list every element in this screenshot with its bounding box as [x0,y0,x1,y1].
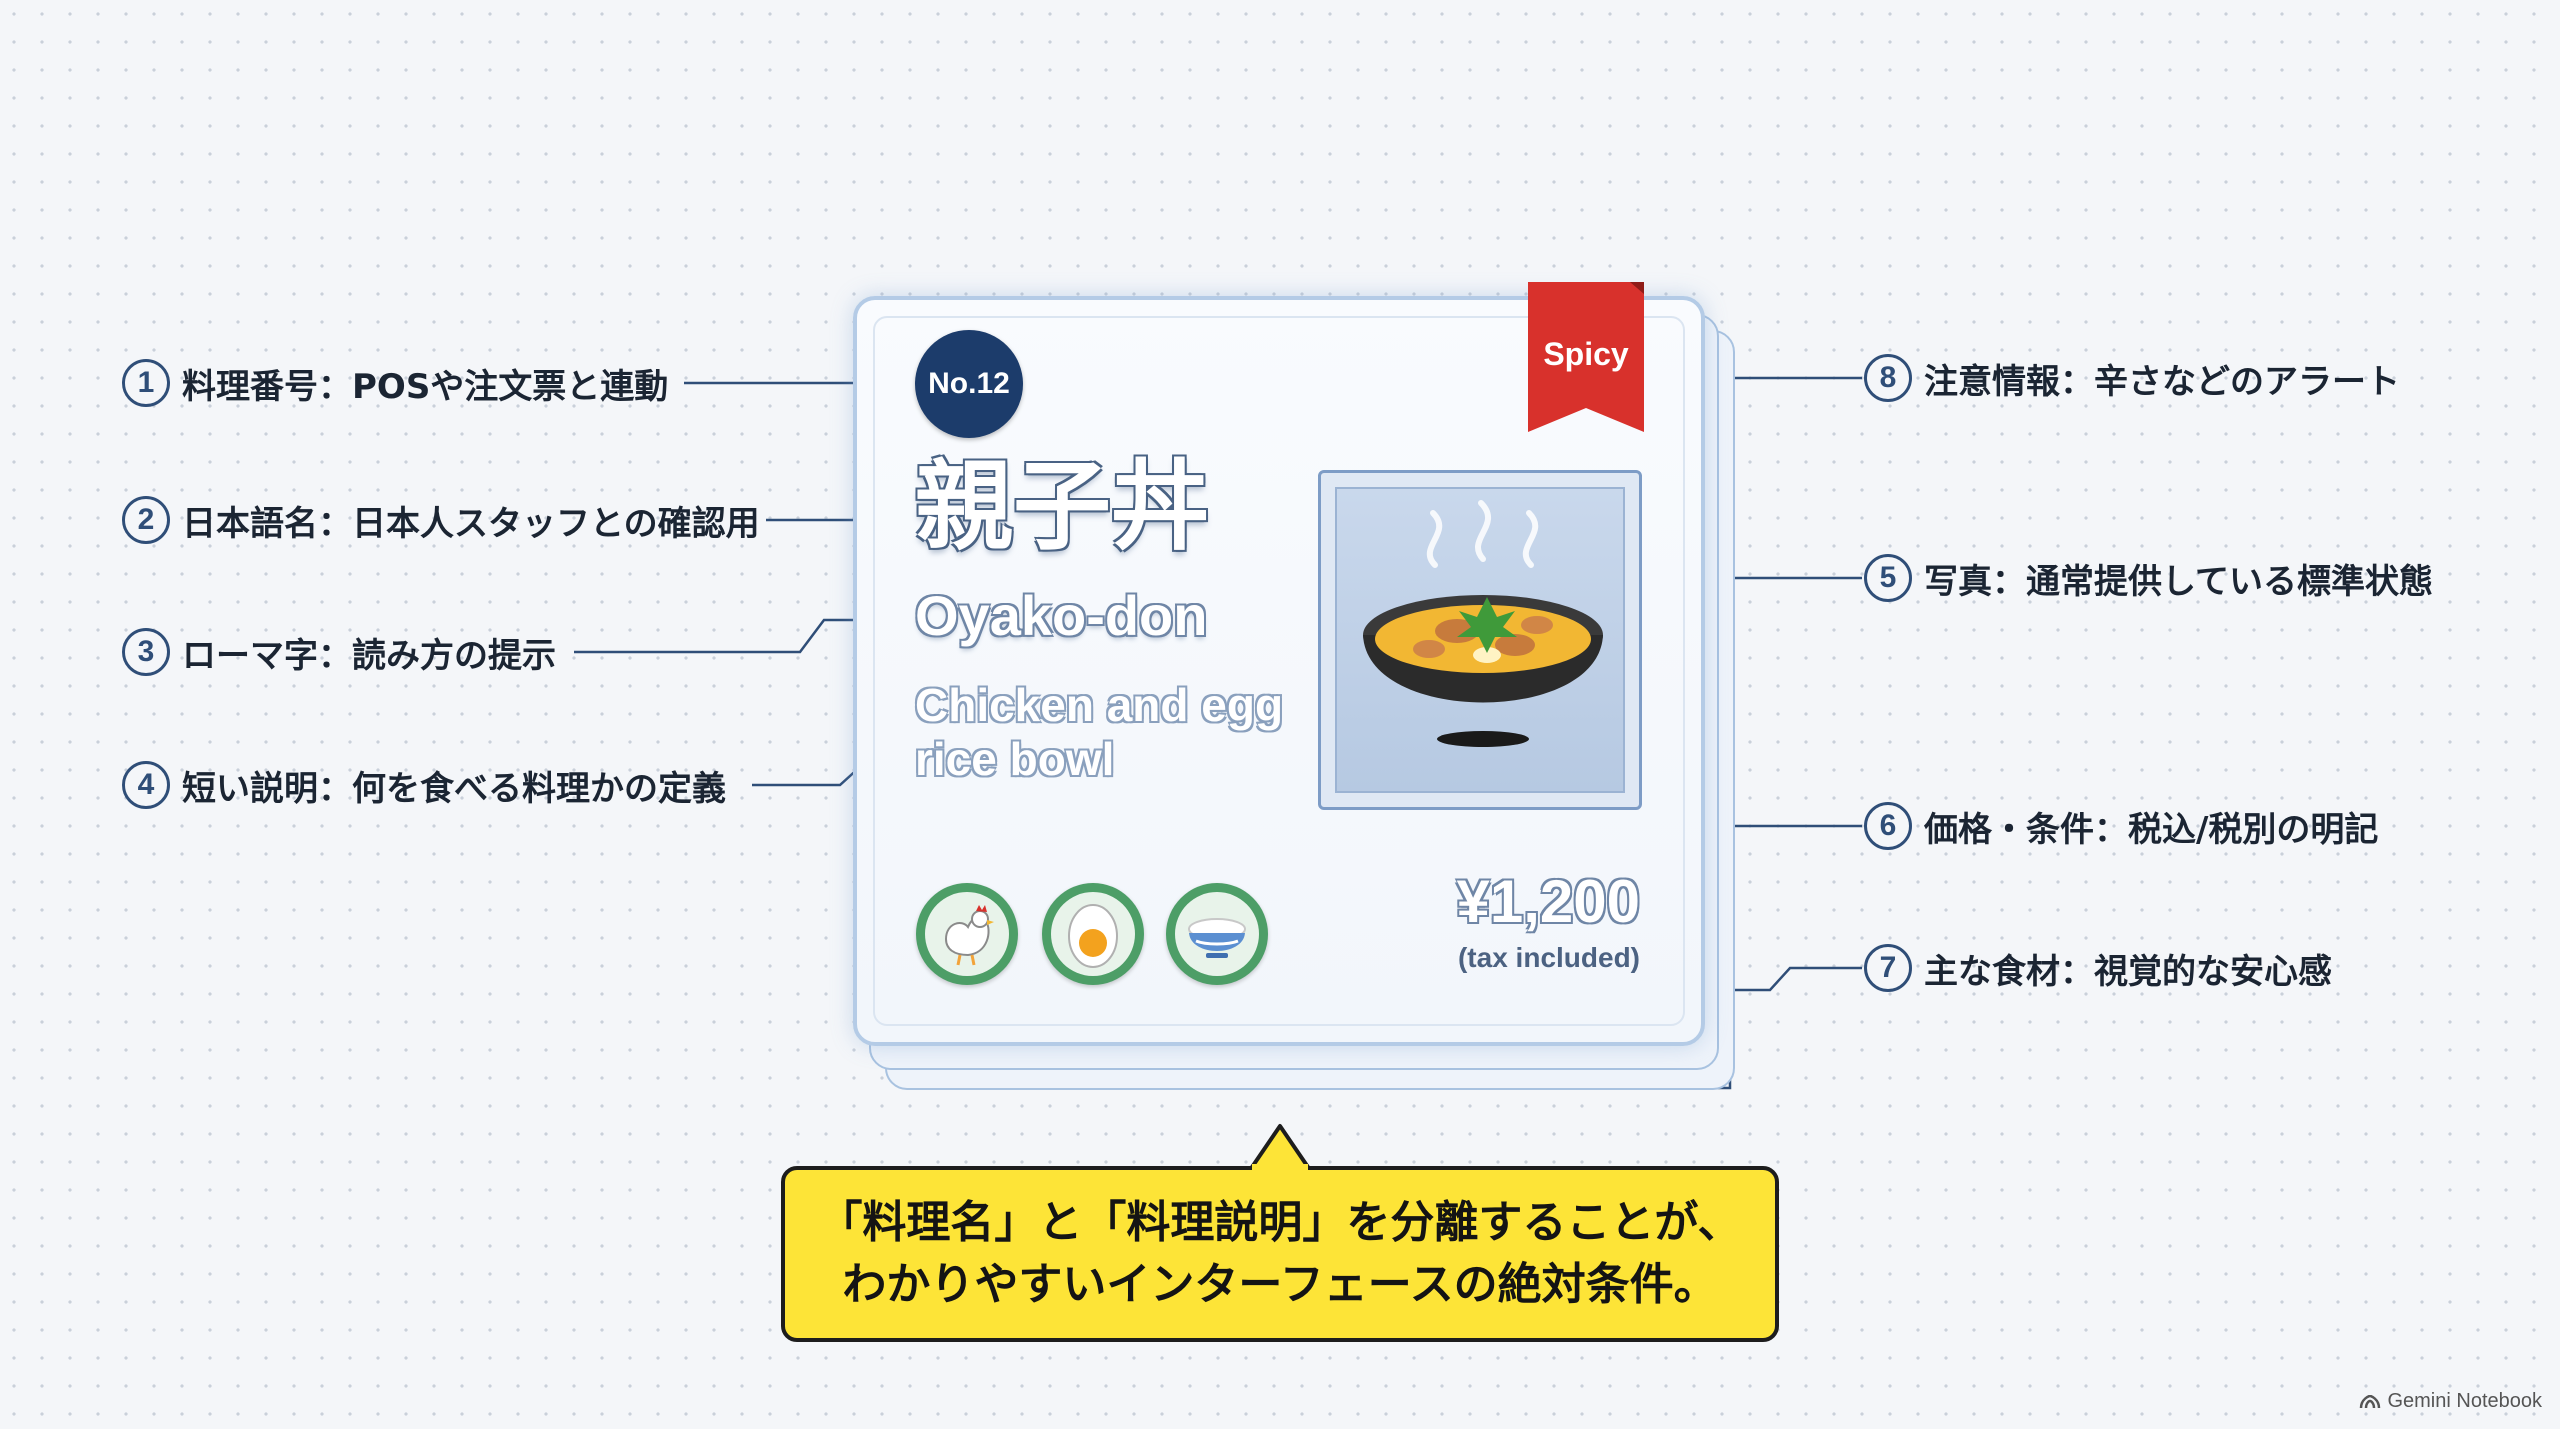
annotation-4: 4 短い説明：何を食べる料理かの定義 [122,757,726,813]
annotation-5: 5 写真：通常提供している標準状態 [1864,550,2433,606]
egg-icon [1051,892,1135,976]
callout-box: 「料理名」と「料理説明」を分離することが、 わかりやすいインターフェースの絶対条… [781,1166,1779,1342]
spicy-alert-label: Spicy [1543,336,1629,372]
annotation-1-text: 料理番号：POSや注文票と連動 [182,366,669,407]
dish-description: Chicken and egg rice bowl [915,678,1295,786]
ingredient-egg [1042,883,1144,985]
ingredient-rice [1166,883,1268,985]
annotation-4-text: 短い説明：何を食べる料理かの定義 [182,768,726,809]
watermark: Gemini Notebook [2359,1390,2542,1413]
annotation-6: 6 価格・条件：税込/税別の明記 [1864,798,2378,854]
annotation-7: 7 主な食材：視覚的な安心感 [1864,940,2332,996]
price-value: ¥1,200 [1456,868,1640,935]
dish-photo [1318,470,1642,810]
annotation-1: 1 料理番号：POSや注文票と連動 [122,355,668,411]
annotation-6-number: 6 [1864,802,1912,850]
ingredient-chicken [916,883,1018,985]
dish-description-line1: Chicken and egg [915,679,1284,731]
callout-pointer-join [1252,1164,1308,1172]
menu-card-inner [873,316,1685,1026]
annotation-7-text: 主な食材：視覚的な安心感 [1924,951,2332,992]
annotation-1-number: 1 [122,359,170,407]
spicy-ribbon [1528,282,1644,432]
annotation-3-number: 3 [122,628,170,676]
gemini-logo-icon [2360,1394,2381,1408]
annotation-8-number: 8 [1864,354,1912,402]
annotation-8: 8 注意情報：辛さなどのアラート [1864,350,2400,406]
callout-line2: わかりやすいインターフェースの絶対条件。 [842,1259,1718,1310]
annotation-5-number: 5 [1864,554,1912,602]
annotation-6-text: 価格・条件：税込/税別の明記 [1924,809,2379,850]
annotation-4-number: 4 [122,761,170,809]
oyakodon-bowl-icon [1363,500,1603,747]
dish-photo-inner [1335,487,1625,793]
dish-number-badge: No.12 [915,330,1023,438]
dish-name-romaji: Oyako-don [915,584,1208,647]
watermark-text: Gemini Notebook [2387,1390,2542,1412]
callout-pointer [1248,1124,1312,1172]
annotation-7-number: 7 [1864,944,1912,992]
annotation-3-text: ローマ字：読み方の提示 [182,635,556,676]
annotation-5-text: 写真：通常提供している標準状態 [1924,561,2433,602]
annotation-3: 3 ローマ字：読み方の提示 [122,624,556,680]
annotation-2-number: 2 [122,496,170,544]
dish-description-line2: rice bowl [915,733,1115,785]
rice-bowl-icon [1175,892,1259,976]
annotation-2: 2 日本語名：日本人スタッフとの確認用 [122,492,760,548]
callout-line1: 「料理名」と「料理説明」を分離することが、 [818,1197,1742,1248]
dish-name-japanese: 親子丼 [915,450,1210,564]
price-tax-note: (tax included) [1457,942,1640,973]
annotation-2-text: 日本語名：日本人スタッフとの確認用 [182,503,760,544]
chicken-icon [925,892,1009,976]
annotation-8-text: 注意情報：辛さなどのアラート [1924,361,2400,402]
